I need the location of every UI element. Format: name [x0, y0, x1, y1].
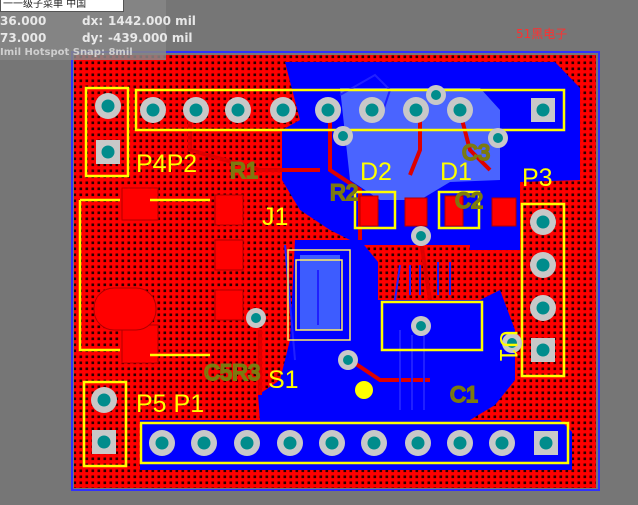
label-j1: J1	[262, 203, 288, 231]
pad-drill-hole	[146, 103, 160, 117]
ghost-label-c3: C3	[462, 140, 490, 165]
pad-drill-hole	[101, 99, 115, 113]
pad-drill-hole	[536, 215, 550, 229]
pad-drill-hole	[453, 103, 467, 117]
through-hole-pads[interactable]	[91, 93, 558, 456]
menu-banner[interactable]: 一一级子菜单 中国	[0, 0, 124, 12]
smd-pads	[121, 187, 517, 364]
pad-drill-hole	[367, 436, 381, 450]
coordinate-readout: 36.000 dx: 1442.000 mil 73.000 dy: -439.…	[0, 0, 196, 60]
ghost-label-c5r3: C5R3	[204, 360, 260, 385]
inner-fill-b	[300, 255, 340, 330]
menu-banner-text: 一一级子菜单 中国	[3, 0, 87, 10]
pad-drill-hole	[365, 103, 379, 117]
pad-drill-hole	[240, 436, 254, 450]
dy-label: dy:	[82, 31, 104, 45]
watermark-text: 51黑电子	[516, 27, 567, 41]
pad-drill-hole	[411, 436, 425, 450]
label-p3: P3	[522, 164, 553, 192]
y-readout: 73.000	[0, 31, 47, 45]
pad-drill-hole	[231, 103, 245, 117]
pad-drill-hole	[453, 436, 467, 450]
board-outline	[71, 51, 600, 491]
pad-drill-hole	[539, 436, 553, 450]
pad-drill-hole	[325, 436, 339, 450]
pad-drill-hole	[97, 435, 111, 449]
label-p5p1: P5 P1	[136, 390, 204, 418]
pad-drill-hole	[321, 103, 335, 117]
vias	[246, 85, 522, 370]
big-smd-pad	[93, 287, 157, 331]
ghost-label-c2: C2	[455, 188, 483, 213]
pad-drill-hole	[495, 436, 509, 450]
pad-drill-hole	[536, 301, 550, 315]
pad-drill-hole	[276, 103, 290, 117]
pad-drill-hole	[536, 258, 550, 272]
pad-drill-hole	[155, 436, 169, 450]
cursor-hotspot[interactable]	[355, 381, 373, 399]
label-u1: U1	[494, 330, 522, 362]
pad-drill-hole	[101, 145, 115, 159]
pad-drill-hole	[97, 393, 111, 407]
label-d2: D2	[360, 158, 392, 186]
label-d1: D1	[440, 158, 472, 186]
pad-drill-hole	[189, 103, 203, 117]
pad-drill-hole	[409, 103, 423, 117]
label-s1: S1	[268, 366, 299, 394]
ghost-label-c1: C1	[450, 382, 478, 407]
pad-drill-hole	[536, 103, 550, 117]
dy-value: -439.000 mil	[108, 31, 193, 45]
dx-label: dx:	[82, 14, 104, 28]
ghost-label-r1: R1	[230, 158, 258, 183]
dx-value: 1442.000 mil	[108, 14, 196, 28]
ghost-label-r2: R2	[330, 180, 358, 205]
thin-traces	[284, 73, 451, 410]
x-readout: 36.000	[0, 14, 47, 28]
pad-drill-hole	[536, 343, 550, 357]
label-p4p2: P4P2	[136, 150, 197, 178]
pad-drill-hole	[197, 436, 211, 450]
pad-drill-hole	[283, 436, 297, 450]
snap-info: Imil Hotspot Snap: 8mil	[0, 47, 133, 58]
